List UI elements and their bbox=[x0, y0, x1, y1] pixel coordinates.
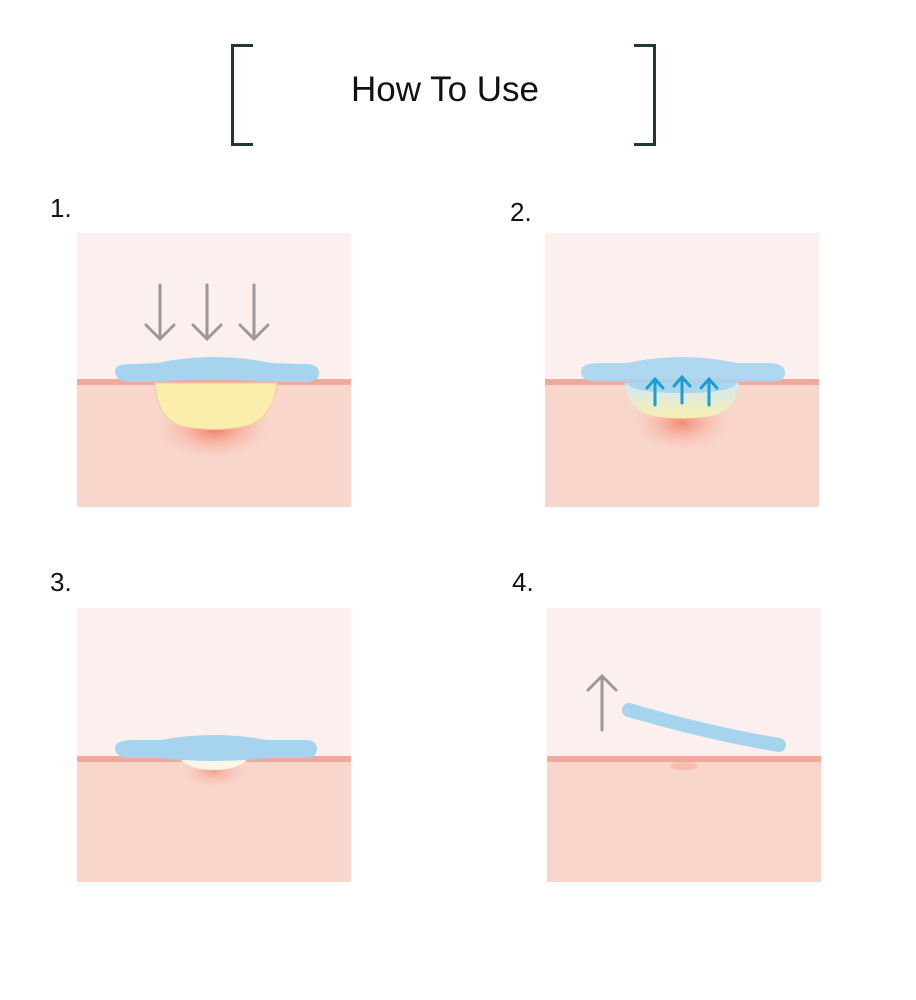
right-bracket bbox=[634, 44, 656, 146]
step-2-number: 2. bbox=[510, 197, 532, 227]
step-1-illustration bbox=[77, 233, 351, 507]
patch-peeling bbox=[622, 703, 786, 752]
patch bbox=[115, 735, 317, 761]
step-3-illustration bbox=[77, 608, 351, 882]
press-down-arrows-icon bbox=[144, 283, 270, 342]
step-4-number: 4. bbox=[512, 567, 534, 597]
step-3-number: 3. bbox=[50, 567, 72, 597]
absorb-up-arrows-icon bbox=[645, 374, 719, 407]
step-4-illustration bbox=[547, 608, 821, 882]
healed-spot bbox=[181, 760, 247, 770]
patch bbox=[581, 357, 785, 393]
left-bracket bbox=[231, 44, 253, 146]
patch bbox=[115, 357, 319, 382]
pimple bbox=[154, 382, 278, 430]
step-2-illustration bbox=[545, 233, 819, 507]
page-title: How To Use bbox=[350, 70, 540, 109]
step-1-number: 1. bbox=[50, 193, 72, 223]
peel-up-arrow-icon bbox=[586, 673, 618, 732]
